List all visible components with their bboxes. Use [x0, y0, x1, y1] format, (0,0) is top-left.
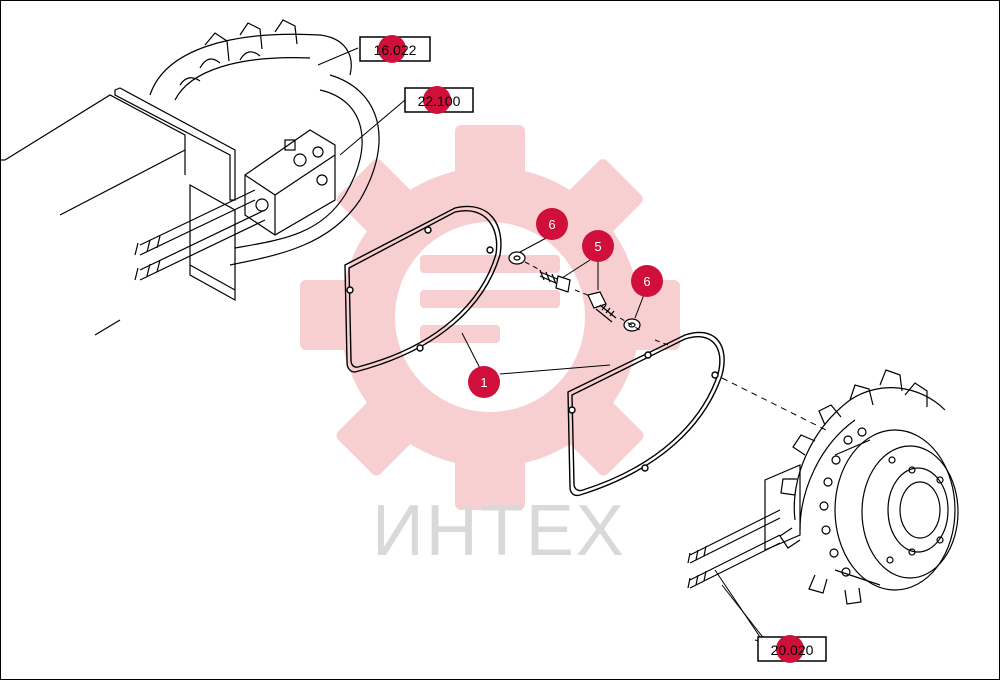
callout-number: 6	[548, 217, 555, 232]
ref-label-text: 22.100	[418, 93, 461, 109]
callout-number: 5	[594, 239, 601, 254]
assembly-axis-lower	[721, 377, 831, 433]
callout-number: 1	[480, 375, 487, 390]
ref-label-text: 20.020	[771, 642, 814, 658]
watermark-text: ИНТЕХ	[372, 491, 626, 571]
watermark-gear-logo	[300, 125, 680, 510]
ref-marker-dot	[776, 635, 804, 663]
callout-part-6-upper[interactable]: 6	[536, 208, 568, 240]
ref-label-16022[interactable]: 16.022	[359, 35, 431, 63]
final-drive-hub	[687, 369, 959, 605]
cover-plate-left	[344, 205, 502, 373]
callout-number: 6	[643, 274, 650, 289]
bolt-long	[539, 269, 571, 293]
bolt-flanged	[587, 291, 617, 323]
ref-marker-dot	[378, 35, 406, 63]
callout-part-1[interactable]: 1	[468, 366, 500, 398]
callout-part-6-lower[interactable]: 6	[631, 265, 663, 297]
ref-marker-dot	[423, 86, 451, 114]
ref-label-text: 16.022	[374, 42, 417, 58]
ref-label-22100[interactable]: 22.100	[404, 86, 474, 114]
ref-label-20020[interactable]: 20.020	[757, 635, 827, 663]
callout-part-5[interactable]: 5	[582, 230, 614, 262]
cover-plate-right	[567, 331, 725, 497]
track-frame-assembly	[0, 19, 380, 336]
washer-upper	[508, 251, 526, 265]
